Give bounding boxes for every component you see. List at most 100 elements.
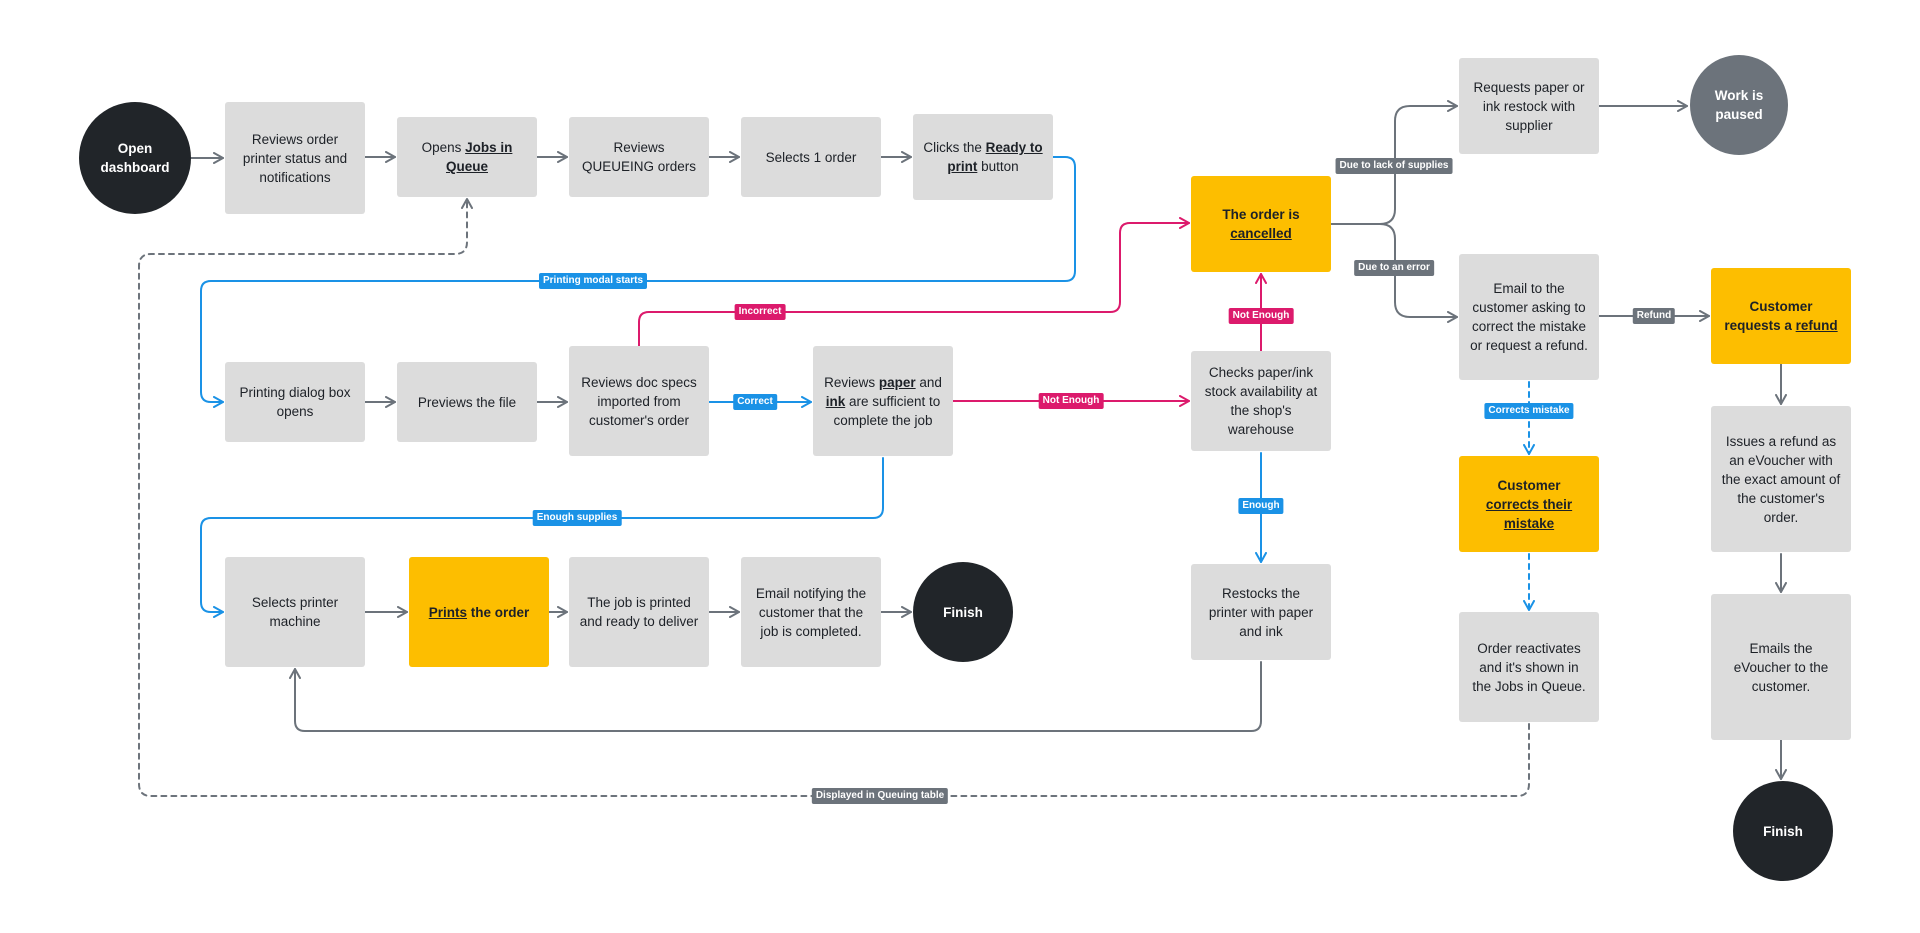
connector-label: Not Enough	[1038, 393, 1104, 409]
node-text-part: Reviews	[824, 374, 879, 390]
node-text-part: Order reactivates and it's shown in the …	[1472, 640, 1586, 694]
node-text-part: Opens	[421, 140, 466, 155]
node-clicks-ready: Clicks the Ready to print button	[913, 114, 1053, 200]
node-text-emphasis: refund	[1795, 318, 1838, 333]
connector-label: Enough	[1238, 498, 1284, 514]
node-text: Checks paper/ink stock availability at t…	[1201, 363, 1321, 439]
node-paused: Work is paused	[1690, 55, 1788, 155]
node-text-part: The job is printed and ready to deliver	[579, 595, 699, 629]
node-previews: Previews the file	[397, 362, 537, 442]
node-text-emphasis: corrects their mistake	[1485, 496, 1573, 531]
node-order-reactivates: Order reactivates and it's shown in the …	[1459, 612, 1599, 722]
node-text-part: Customer	[1497, 477, 1561, 493]
node-customer-corrects: Customer corrects their mistake	[1459, 456, 1599, 552]
node-text-part: Finish	[943, 604, 983, 620]
connector-reviews-doc-to-cancelled	[638, 217, 1190, 347]
node-text: Printing dialog box opens	[235, 383, 355, 421]
node-text-part: Requests paper or ink restock with suppl…	[1473, 79, 1585, 133]
node-text: Reviews paper and ink are sufficient to …	[823, 373, 943, 430]
connector-label: Enough supplies	[532, 510, 622, 526]
connector-label: Not Enough	[1228, 308, 1294, 324]
node-text: Selects printer machine	[235, 593, 355, 631]
node-text-part: Previews the file	[417, 394, 517, 410]
node-text-part: Reviews QUEUEING orders	[581, 140, 697, 174]
node-text-part: are sufficient to complete the job	[833, 393, 941, 428]
node-text-part: the order	[467, 604, 530, 620]
node-text-part: Reviews order printer status and notific…	[242, 131, 348, 185]
node-text: Reviews QUEUEING orders	[579, 138, 699, 176]
node-text-part: Finish	[1763, 823, 1803, 839]
node-text: The job is printed and ready to deliver	[579, 593, 699, 631]
node-text-part: Issues a refund as an eVoucher with the …	[1721, 433, 1841, 525]
connector-restocks-to-selects-printer	[289, 661, 1262, 732]
node-text: Opens Jobs in Queue	[407, 138, 527, 176]
node-text-part: button	[977, 159, 1019, 174]
node-text-part: Printing dialog box opens	[239, 385, 351, 419]
node-text: Customer requests a refund	[1721, 297, 1841, 335]
connector-label: Due to an error	[1354, 260, 1434, 276]
node-job-printed: The job is printed and ready to deliver	[569, 557, 709, 667]
node-text-part: Emails the eVoucher to the customer.	[1733, 640, 1829, 694]
node-text-part: Checks paper/ink stock availability at t…	[1204, 365, 1318, 437]
node-finish2: Finish	[1733, 781, 1833, 881]
node-text-part: Restocks the printer with paper and ink	[1208, 585, 1314, 639]
node-text: Work is paused	[1700, 86, 1778, 124]
node-text-part: Selects 1 order	[765, 149, 857, 165]
node-reviews-doc: Reviews doc specs imported from customer…	[569, 346, 709, 456]
node-text-emphasis: Prints	[428, 604, 467, 620]
node-text-emphasis: cancelled	[1230, 226, 1292, 241]
node-text: Email notifying the customer that the jo…	[751, 584, 871, 641]
node-text: Finish	[943, 603, 983, 622]
connector-label: Refund	[1632, 308, 1676, 324]
node-text: Selects 1 order	[766, 148, 857, 167]
node-selects-printer: Selects printer machine	[225, 557, 365, 667]
node-restocks: Restocks the printer with paper and ink	[1191, 564, 1331, 660]
node-text: Issues a refund as an eVoucher with the …	[1721, 432, 1841, 527]
node-text: Order reactivates and it's shown in the …	[1469, 639, 1589, 696]
node-text: Email to the customer asking to correct …	[1469, 279, 1589, 355]
connector-reviews-paper-to-selects-printer	[200, 457, 884, 618]
connector-label: Incorrect	[734, 304, 786, 320]
node-text-part: The order is	[1222, 207, 1300, 222]
node-text: Previews the file	[418, 393, 516, 412]
node-text-emphasis: paper	[878, 374, 916, 390]
node-issues-refund: Issues a refund as an eVoucher with the …	[1711, 406, 1851, 552]
node-text-part: Clicks the	[923, 140, 986, 155]
node-finish1: Finish	[913, 562, 1013, 662]
node-text-part: Email notifying the customer that the jo…	[755, 585, 867, 639]
node-text-emphasis: Jobs in Queue	[445, 140, 513, 174]
node-text: Restocks the printer with paper and ink	[1201, 584, 1321, 641]
node-text: Prints the order	[429, 603, 530, 622]
connector-label: Due to lack of supplies	[1335, 158, 1453, 174]
node-checks-stock: Checks paper/ink stock availability at t…	[1191, 351, 1331, 451]
node-text-emphasis: Ready to print	[947, 140, 1043, 174]
node-text-part: Work is paused	[1714, 88, 1764, 122]
node-text-part: Customer requests a	[1724, 299, 1813, 333]
node-text: The order is cancelled	[1201, 205, 1321, 243]
connector-label: Printing modal starts	[538, 273, 648, 289]
node-text-part: and	[915, 374, 942, 390]
node-text-part: Email to the customer asking to correct …	[1470, 281, 1588, 353]
node-reviews-paper: Reviews paper and ink are sufficient to …	[813, 346, 953, 456]
node-text: Customer corrects their mistake	[1469, 476, 1589, 533]
node-text: Emails the eVoucher to the customer.	[1721, 639, 1841, 696]
node-open: Open dashboard	[79, 102, 191, 214]
connector-label: Displayed in Queuing table	[811, 788, 949, 804]
node-printing-dialog: Printing dialog box opens	[225, 362, 365, 442]
node-text: Clicks the Ready to print button	[923, 138, 1043, 176]
node-emails-voucher: Emails the eVoucher to the customer.	[1711, 594, 1851, 740]
node-text-emphasis: ink	[825, 393, 846, 409]
node-text-part: Selects printer machine	[251, 595, 339, 629]
node-prints: Prints the order	[409, 557, 549, 667]
node-opens-jobs: Opens Jobs in Queue	[397, 117, 537, 197]
node-text: Reviews order printer status and notific…	[235, 130, 355, 187]
node-text-part: Open dashboard	[100, 141, 170, 175]
connector-label: Corrects mistake	[1484, 403, 1574, 419]
node-requests-restock: Requests paper or ink restock with suppl…	[1459, 58, 1599, 154]
node-reviews-queueing: Reviews QUEUEING orders	[569, 117, 709, 197]
node-text: Finish	[1763, 822, 1803, 841]
node-customer-refund: Customer requests a refund	[1711, 268, 1851, 364]
node-text: Open dashboard	[89, 139, 181, 177]
connector-label: Correct	[733, 394, 777, 410]
node-text: Reviews doc specs imported from customer…	[579, 373, 699, 430]
